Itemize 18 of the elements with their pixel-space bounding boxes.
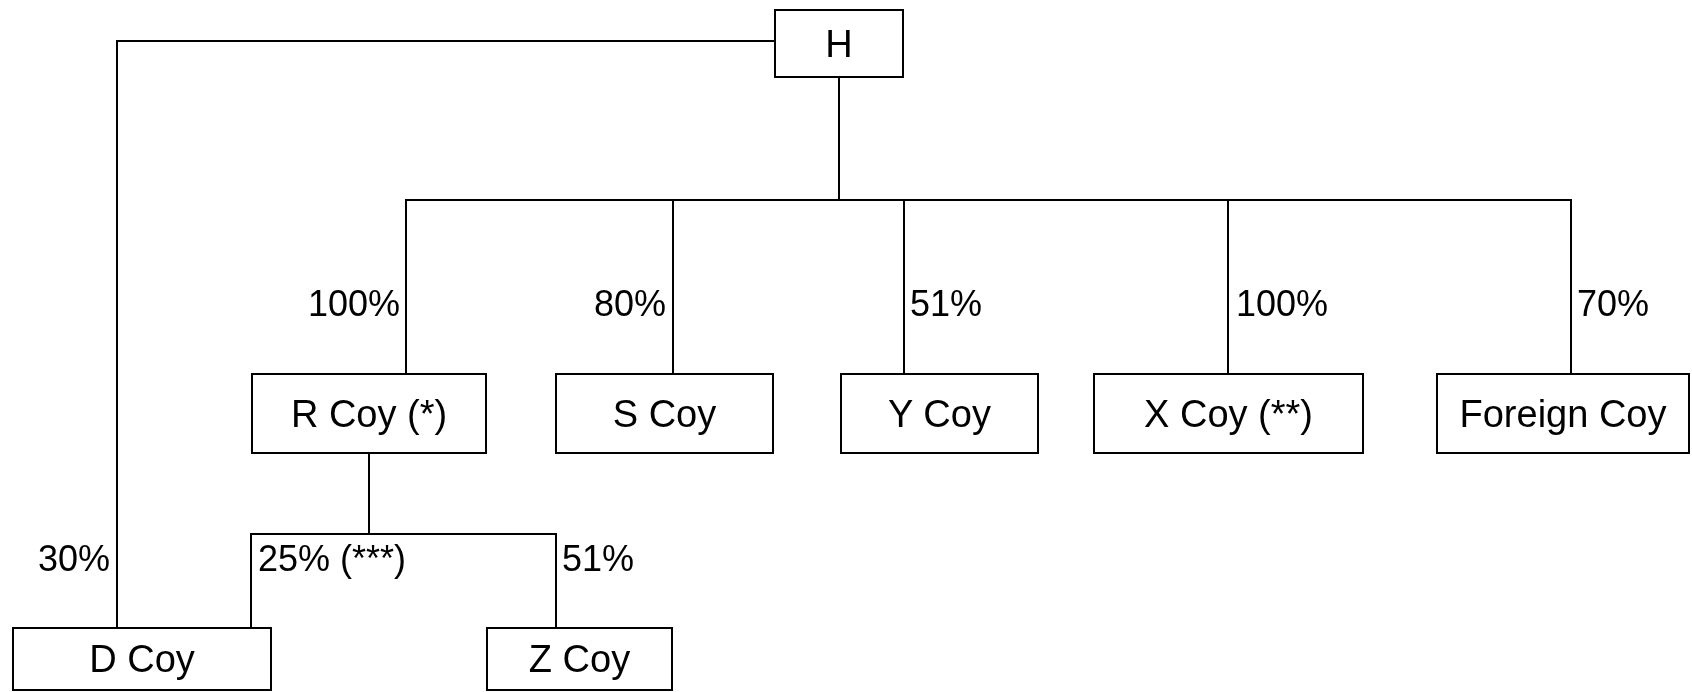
ownership-percentage: 25% (***) [258, 541, 407, 577]
entity-box: X Coy (**) [1093, 373, 1364, 454]
entity-box: S Coy [555, 373, 774, 454]
ownership-percentage: 80% [593, 286, 666, 322]
entity-box: Y Coy [840, 373, 1039, 454]
ownership-percentage: 100% [1236, 286, 1329, 322]
entity-box: Foreign Coy [1436, 373, 1690, 454]
ownership-percentage: 70% [1577, 286, 1650, 322]
connector-line [368, 453, 557, 628]
connector-line [116, 40, 775, 628]
entity-box: Z Coy [486, 627, 673, 691]
entity-box: H [774, 9, 904, 78]
entity-box: D Coy [12, 627, 272, 691]
ownership-percentage: 100% [307, 286, 400, 322]
entity-box: R Coy (*) [251, 373, 487, 454]
ownership-percentage: 51% [562, 541, 635, 577]
ownership-percentage: 51% [910, 286, 983, 322]
ownership-percentage: 30% [37, 541, 110, 577]
